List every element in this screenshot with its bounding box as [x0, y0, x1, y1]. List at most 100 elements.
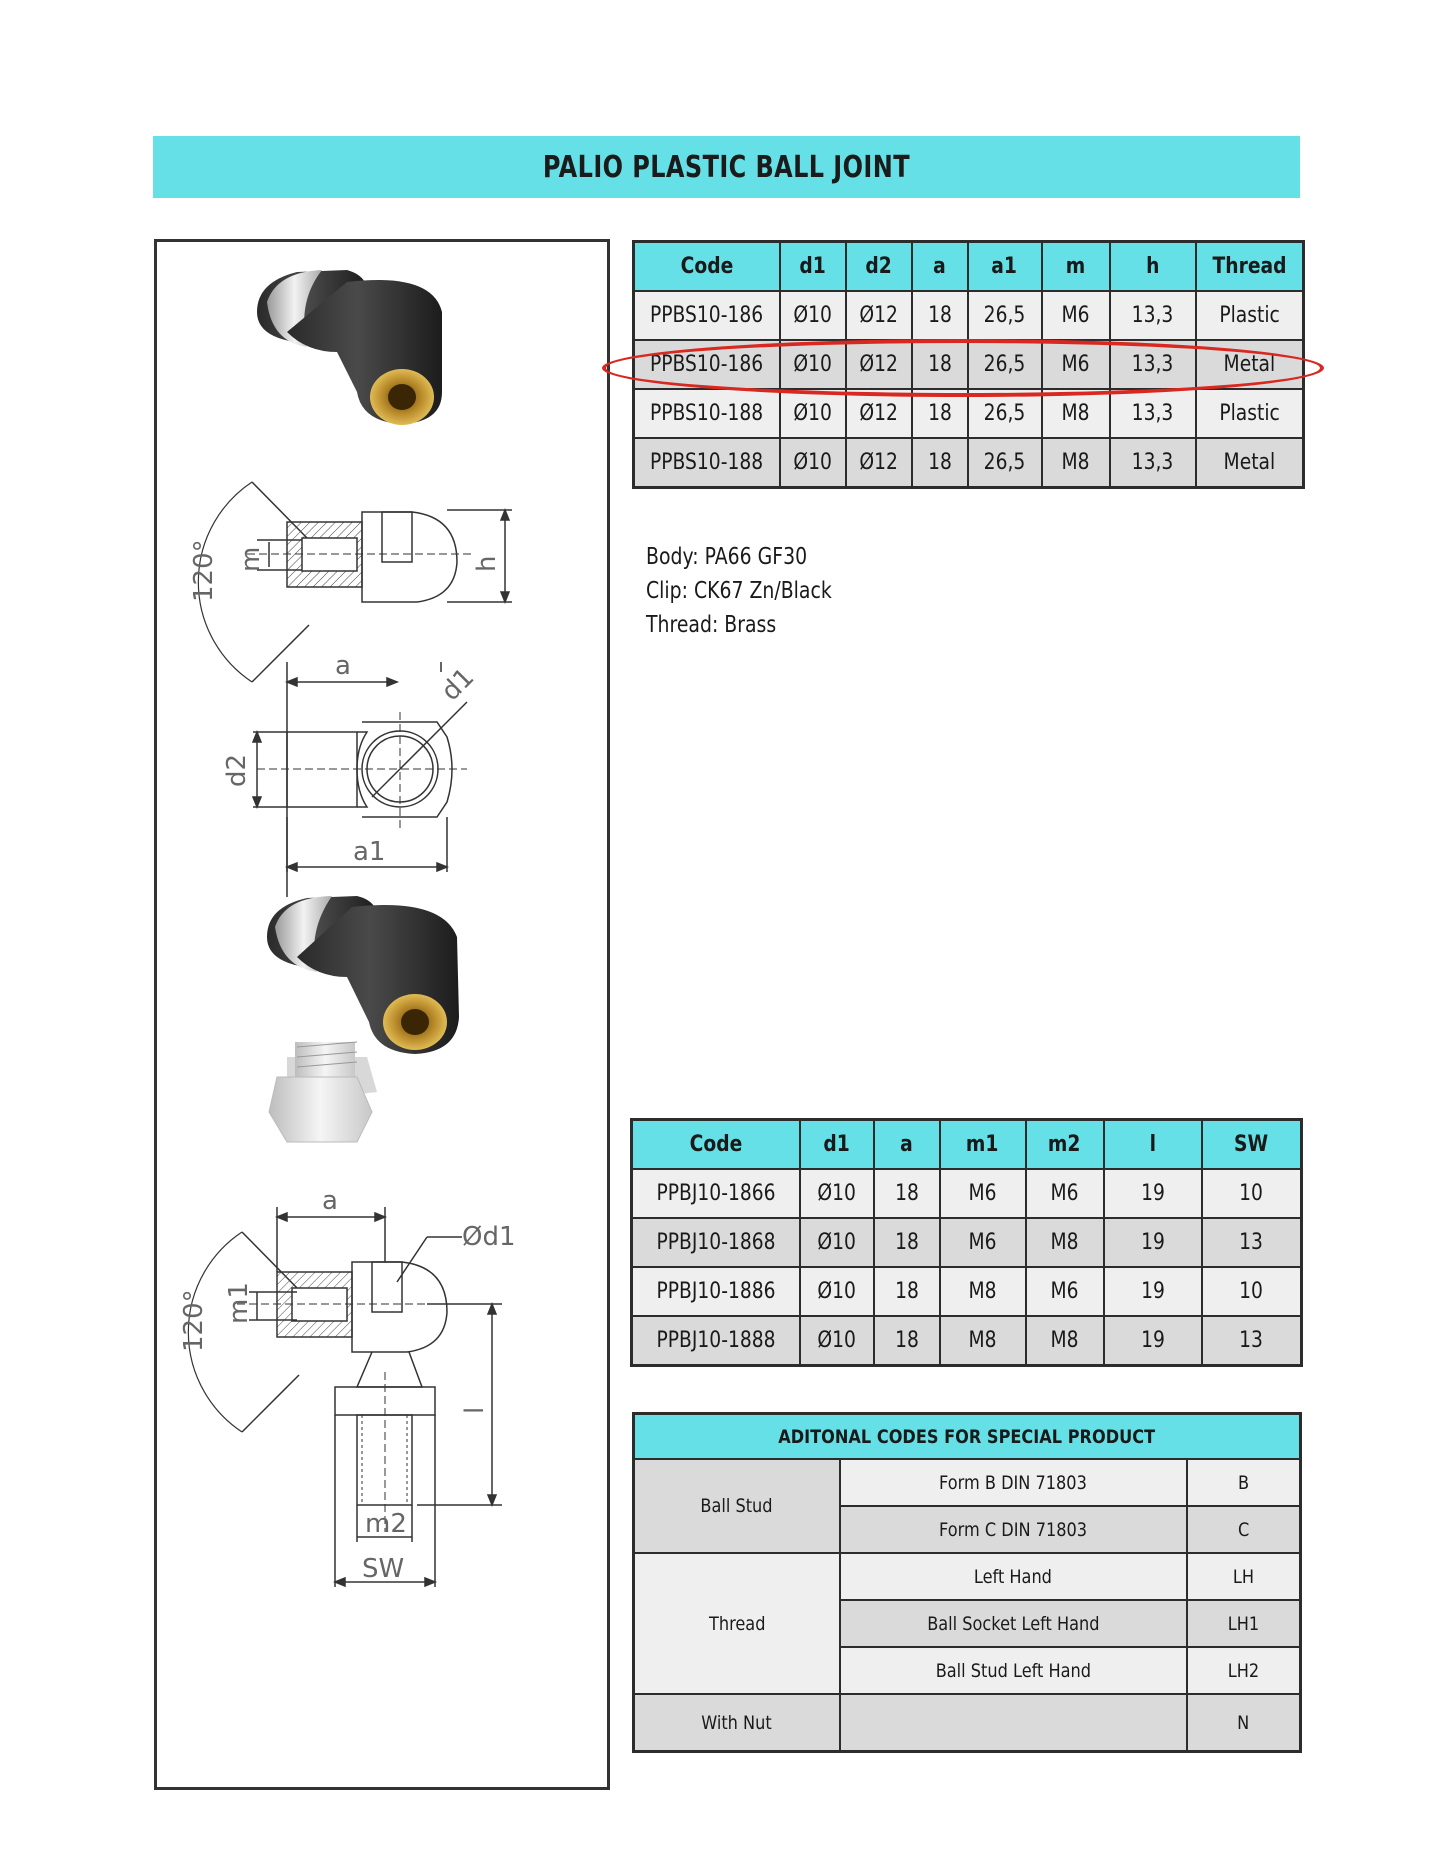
cell: M6 [968, 1230, 997, 1255]
col-header-a: a [910, 240, 969, 292]
cell: 19 [1140, 1230, 1165, 1255]
illustration-panel: 120° m h a d1 d2 a1 [154, 239, 610, 1790]
option-code: C [1185, 1505, 1302, 1554]
table-row: PPBS10-188 Ø10 Ø12 18 26,5 M8 13,3 Plast… [632, 388, 1305, 439]
cell: Metal [1223, 352, 1276, 377]
angle-label-2: 120° [179, 1289, 209, 1352]
col-header-d1: d1 [798, 1118, 875, 1170]
cell: M6 [968, 1181, 997, 1206]
option-desc: Form C DIN 71803 [838, 1505, 1188, 1554]
cell: Metal [1223, 450, 1276, 475]
angle-label-1: 120° [189, 539, 219, 602]
table-header-row: Code d1 a m1 m2 l SW [630, 1118, 1303, 1170]
cell: PPBS10-186 [650, 303, 764, 328]
option-desc: Left Hand [838, 1552, 1188, 1601]
ball-socket-section-drawing [197, 481, 512, 897]
col-header-l: l [1102, 1118, 1203, 1170]
title-bar: PALIO PLASTIC BALL JOINT [153, 136, 1300, 198]
cell: Ø10 [793, 303, 832, 328]
cell: 26,5 [983, 450, 1026, 475]
group-label-with-nut: With Nut [632, 1693, 841, 1753]
cell: Ø10 [793, 352, 832, 377]
cell: 13,3 [1131, 401, 1174, 426]
cell: 18 [927, 303, 952, 328]
table-row: PPBJ10-1888 Ø10 18 M8 M8 19 13 [630, 1315, 1303, 1367]
option-desc: Form B DIN 71803 [838, 1458, 1188, 1507]
dim-h-label: h [472, 556, 502, 572]
col-header-m1: m1 [938, 1118, 1027, 1170]
table-row: Ball Stud Left Hand LH2 [634, 1646, 1302, 1695]
cell: 26,5 [983, 352, 1026, 377]
option-code: LH1 [1185, 1599, 1302, 1648]
cell: M8 [968, 1328, 997, 1353]
cell: M8 [1061, 401, 1090, 426]
col-header-code: Code [632, 240, 781, 292]
cell: PPBS10-188 [650, 401, 764, 426]
ball-joint-spec-table: Code d1 a m1 m2 l SW PPBJ10-1866 Ø10 18 … [630, 1118, 1303, 1367]
cell: 18 [894, 1279, 919, 1304]
cell: Ø12 [859, 450, 898, 475]
cell: Ø10 [817, 1181, 856, 1206]
cell: 13,3 [1131, 303, 1174, 328]
cell: 18 [894, 1230, 919, 1255]
option-code: B [1185, 1458, 1302, 1507]
cell: PPBS10-188 [650, 450, 764, 475]
option-code: LH2 [1185, 1646, 1302, 1695]
ball-joint-render [267, 896, 459, 1143]
cell: Ø10 [793, 401, 832, 426]
col-header-m2: m2 [1024, 1118, 1105, 1170]
cell: M6 [1061, 303, 1090, 328]
dim-d1-label: d1 [436, 662, 481, 707]
technical-drawings: 120° m h a d1 d2 a1 [179, 270, 516, 1588]
dim-m-label: m [236, 547, 266, 572]
page-title: PALIO PLASTIC BALL JOINT [542, 149, 911, 185]
table-row: PPBS10-186 Ø10 Ø12 18 26,5 M6 13,3 Metal [632, 339, 1305, 390]
table-row: PPBJ10-1886 Ø10 18 M8 M6 19 10 [630, 1266, 1303, 1317]
ball-socket-spec-table: Code d1 d2 a a1 m h Thread PPBS10-186 Ø1… [632, 240, 1305, 489]
dim-a-label-2: a [322, 1186, 338, 1216]
cell: M8 [1061, 450, 1090, 475]
dim-a1-label: a1 [353, 837, 385, 867]
dim-d2-label: d2 [222, 754, 252, 787]
cell: 18 [894, 1181, 919, 1206]
cell: 18 [927, 352, 952, 377]
cell: 18 [927, 401, 952, 426]
cell: 19 [1140, 1328, 1165, 1353]
table-row: PPBS10-188 Ø10 Ø12 18 26,5 M8 13,3 Metal [632, 437, 1305, 489]
cell: M8 [1050, 1230, 1079, 1255]
cell: M6 [1061, 352, 1090, 377]
table-row: Ball Socket Left Hand LH1 [634, 1599, 1302, 1648]
cell: Plastic [1219, 401, 1280, 426]
dim-a-label: a [335, 651, 351, 681]
dim-m1-label: m1 [224, 1282, 254, 1324]
cell: 13 [1239, 1328, 1264, 1353]
option-code: N [1185, 1693, 1302, 1753]
col-header-m: m [1040, 240, 1111, 292]
col-header-thread: Thread [1194, 240, 1305, 292]
table-row: PPBJ10-1866 Ø10 18 M6 M6 19 10 [630, 1168, 1303, 1219]
option-desc: Ball Socket Left Hand [838, 1599, 1188, 1648]
cell: PPBJ10-1888 [656, 1328, 776, 1353]
table-row: PPBJ10-1868 Ø10 18 M6 M8 19 13 [630, 1217, 1303, 1268]
dim-m2-label: m2 [365, 1509, 407, 1539]
cell: Ø10 [793, 450, 832, 475]
table-header-row: Code d1 d2 a a1 m h Thread [632, 240, 1305, 292]
cell: M6 [1050, 1181, 1079, 1206]
cell: Ø10 [817, 1230, 856, 1255]
dim-sw-label: SW [362, 1554, 404, 1584]
material-clip: Clip: CK67 Zn/Black [646, 578, 832, 604]
cell: M8 [968, 1279, 997, 1304]
col-header-h: h [1108, 240, 1197, 292]
ball-socket-render [257, 270, 442, 425]
option-desc: Ball Stud Left Hand [838, 1646, 1188, 1695]
col-header-a: a [872, 1118, 941, 1170]
cell: Plastic [1219, 303, 1280, 328]
cell: 13,3 [1131, 352, 1174, 377]
special-codes-title: ADITONAL CODES FOR SPECIAL PRODUCT [632, 1412, 1302, 1460]
cell: 26,5 [983, 401, 1026, 426]
col-header-d2: d2 [844, 240, 913, 292]
table-row: Form C DIN 71803 C [634, 1505, 1302, 1554]
option-desc [838, 1693, 1188, 1753]
cell: 26,5 [983, 303, 1026, 328]
cell: PPBS10-186 [650, 352, 764, 377]
